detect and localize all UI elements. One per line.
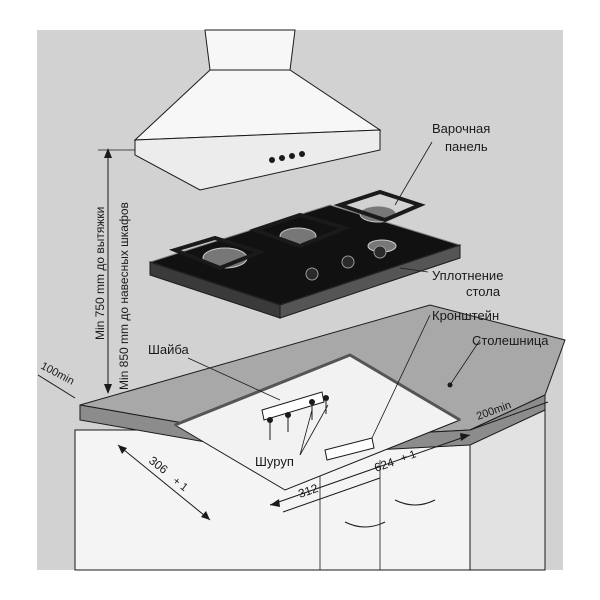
knob-icon	[305, 267, 319, 281]
hood-button-icon	[279, 155, 285, 161]
worktop	[79, 304, 566, 491]
bracket-right	[324, 437, 375, 461]
pan-support-icon	[168, 235, 266, 271]
screw-icon	[267, 417, 273, 440]
washer-label: Шайба	[148, 342, 190, 357]
kitchen-cabinets	[74, 394, 546, 571]
right-margin-line	[469, 401, 549, 431]
pan-support-icon	[248, 212, 352, 249]
cooker-hood	[133, 29, 382, 191]
screw-leader-line-2	[299, 404, 329, 456]
half-width-text: 312	[296, 481, 320, 501]
width-value-text: 624	[372, 455, 396, 475]
bracket-label: Кронштейн	[432, 308, 499, 323]
hood-front	[134, 129, 381, 191]
seal-label-line2: стола	[466, 284, 501, 299]
hob-label-line2: панель	[445, 139, 488, 154]
arrow-up-icon	[104, 148, 112, 158]
cutout-inner-edge	[174, 353, 461, 427]
seal-leader-line	[399, 267, 429, 273]
bracket-left	[261, 391, 325, 421]
min-cabinets-text: Min 850 mm до навесных шкафов	[117, 202, 131, 390]
hood-chimney	[204, 29, 296, 71]
mounting-hardware	[261, 391, 375, 461]
hood-button-icon	[299, 151, 305, 157]
seal-label-line1: Уплотнение	[432, 268, 503, 283]
screw-label: Шуруп	[255, 454, 294, 469]
washer-leader-line	[187, 357, 281, 401]
knob-icon	[341, 255, 355, 269]
arrow-down-icon	[104, 384, 112, 394]
half-width-dimension-line	[282, 477, 381, 513]
arrow-icon	[270, 499, 280, 507]
hob-leader-line	[394, 141, 433, 206]
worktop-leader-line	[449, 339, 481, 386]
hob-edge-side	[279, 244, 461, 319]
width-dimension-line	[269, 434, 471, 506]
width-tolerance-text: + 1	[399, 448, 418, 464]
min-hood-text: Min 750 mm до вытяжки	[93, 207, 107, 340]
gas-hob	[148, 189, 462, 319]
cabinet-handle-left	[344, 521, 386, 528]
height-dimension: Min 750 mm до вытяжки Min 850 mm до наве…	[93, 148, 135, 394]
left-margin-line	[37, 374, 76, 399]
screw-icon	[323, 395, 329, 414]
width-dimension: 312 624 + 1	[269, 433, 471, 513]
screw-leader-line	[299, 409, 313, 456]
knob-icon	[373, 245, 387, 259]
arrow-icon	[201, 511, 210, 520]
arrow-icon	[460, 433, 470, 441]
hood-button-icon	[269, 157, 275, 163]
hood-button-icon	[289, 153, 295, 159]
worktop-pointer-dot	[447, 382, 453, 388]
depth-dimension-line	[117, 444, 211, 521]
arrow-icon	[118, 445, 127, 454]
worktop-label: Столешница	[472, 333, 549, 348]
pan-support-icon	[333, 189, 426, 223]
screw-icon	[285, 412, 291, 432]
bracket-leader-line	[371, 314, 431, 439]
hob-label-line1: Варочная	[432, 121, 490, 136]
cabinet-handle-right	[394, 499, 436, 506]
